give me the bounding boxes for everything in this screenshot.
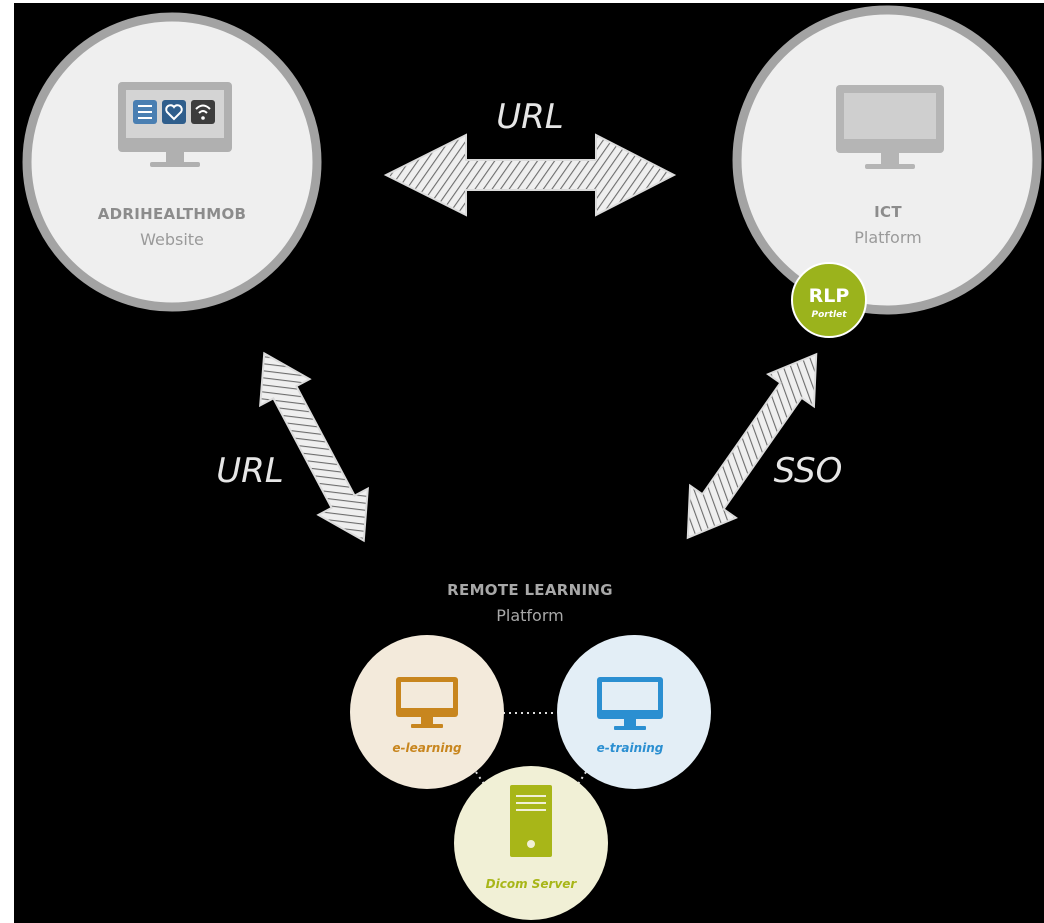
left-link-label: URL: [216, 451, 283, 491]
dicom-server-label: Dicom Server: [486, 877, 578, 891]
adrihealthmob-node: ADRIHEALTHMOB Website: [22, 12, 322, 312]
rlp-portlet-badge: RLP Portlet: [791, 262, 867, 338]
top-link-label: URL: [496, 97, 563, 137]
dicom-server-module: Dicom Server: [454, 766, 608, 920]
monitor-with-apps-icon: [118, 82, 232, 167]
rlp-badge-title: RLP: [809, 285, 850, 307]
e-learning-module: e-learning: [350, 635, 504, 789]
server-tower-icon: [510, 785, 552, 857]
ict-subtitle: Platform: [854, 228, 921, 247]
monitor-icon: [396, 677, 458, 728]
e-learning-label: e-learning: [392, 741, 462, 755]
adrihealthmob-subtitle: Website: [140, 230, 204, 249]
right-link-label: SSO: [774, 451, 843, 491]
rlp-badge-subtitle: Portlet: [811, 310, 847, 320]
e-training-label: e-training: [597, 741, 664, 755]
remote-learning-title: REMOTE LEARNING: [447, 581, 613, 599]
e-training-module: e-training: [557, 635, 711, 789]
left-double-arrow: [259, 351, 369, 543]
remote-learning-subtitle: Platform: [496, 606, 563, 625]
adrihealthmob-title: ADRIHEALTHMOB: [98, 205, 246, 223]
ict-node: ICT Platform RLP Portlet: [732, 5, 1042, 338]
top-double-arrow: [383, 133, 677, 217]
monitor-icon: [597, 677, 663, 730]
monitor-icon: [836, 85, 944, 169]
right-double-arrow: [686, 352, 818, 540]
ict-title: ICT: [874, 203, 902, 221]
